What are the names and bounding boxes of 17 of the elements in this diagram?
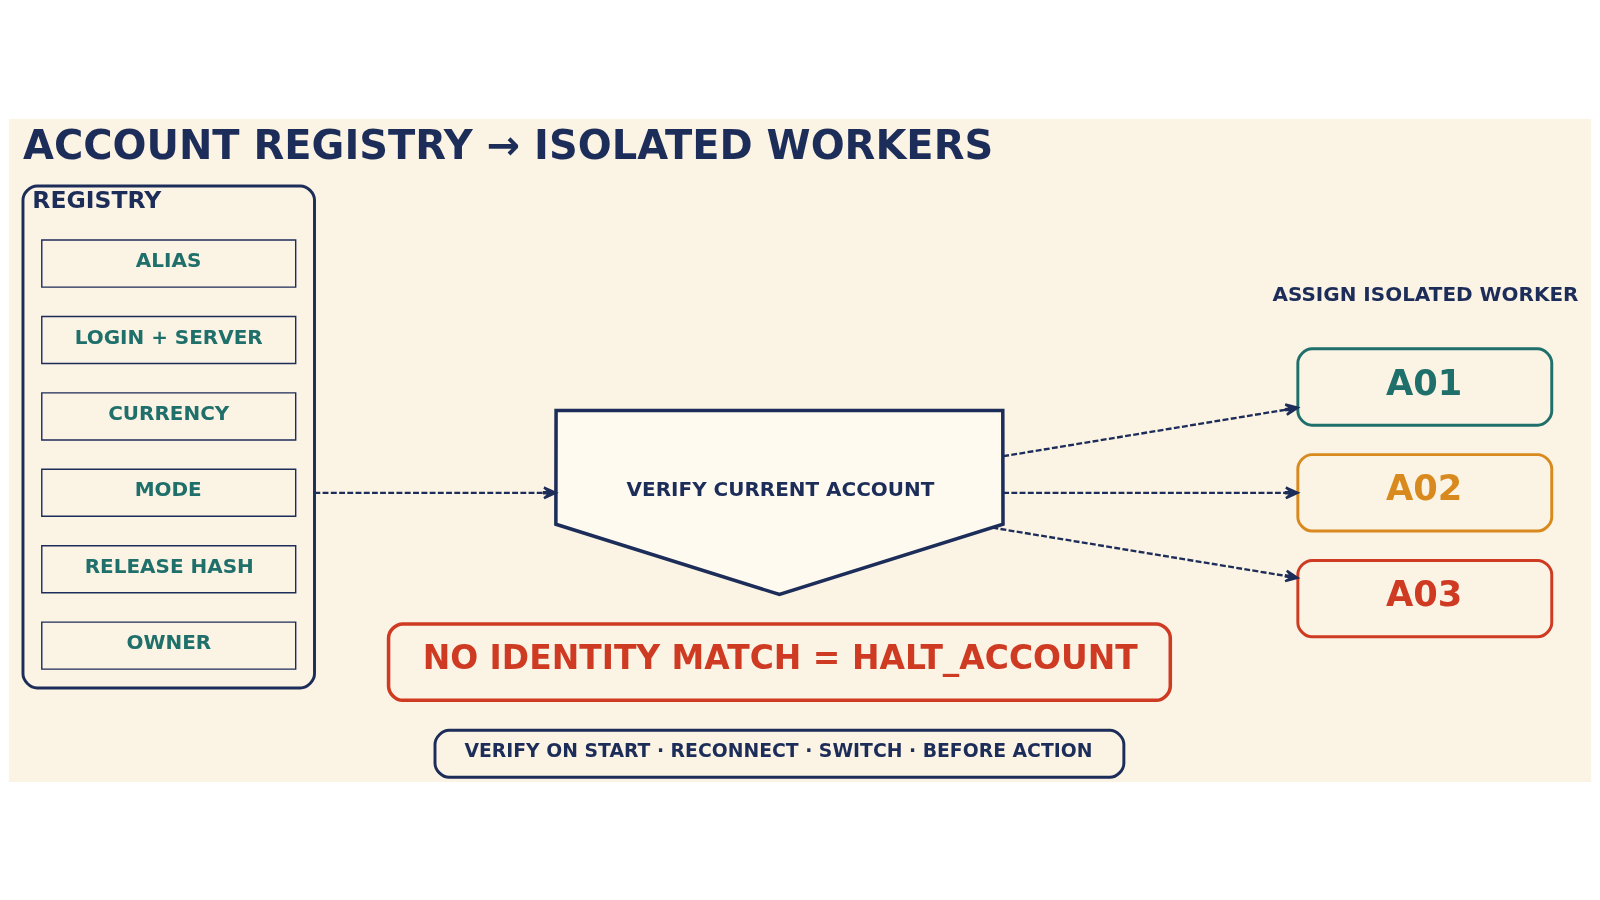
node-box: MODE xyxy=(41,468,297,517)
node-box: NO IDENTITY MATCH = HALT_ACCOUNT xyxy=(386,621,1173,702)
node-box: A03 xyxy=(1296,558,1554,638)
node-box: LOGIN + SERVER xyxy=(41,315,297,364)
arrow xyxy=(314,485,557,499)
node-box: ALIAS xyxy=(41,238,297,288)
arrow xyxy=(1003,485,1299,499)
node-box: A02 xyxy=(1296,452,1554,532)
node-box: RELEASE HASH xyxy=(41,544,297,593)
diagram-title: ACCOUNT REGISTRY → ISOLATED WORKERS xyxy=(22,121,994,168)
node-box: CURRENCY xyxy=(41,391,297,441)
label: ASSIGN ISOLATED WORKER xyxy=(1272,281,1579,306)
node-box: A01 xyxy=(1296,346,1554,427)
node-box: OWNER xyxy=(41,620,297,670)
arrow xyxy=(1003,402,1299,457)
arrow xyxy=(992,526,1299,582)
node-box: VERIFY ON START · RECONNECT · SWITCH · BEFORE ACTION xyxy=(433,728,1126,779)
